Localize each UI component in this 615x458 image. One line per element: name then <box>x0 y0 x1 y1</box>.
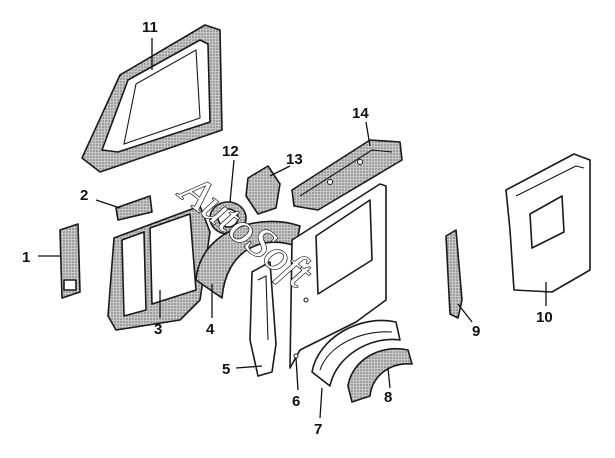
callout-5: 5 <box>222 361 230 378</box>
callout-3: 3 <box>154 321 162 338</box>
callout-14: 14 <box>352 105 369 122</box>
part-6-outer-quarter-panel <box>289 183 387 369</box>
part-3-inner-quarter-panel <box>107 205 211 331</box>
part-5-pillar-reinforcement <box>249 261 277 377</box>
callout-7: 7 <box>314 421 322 438</box>
part-11-quarter-window-frame <box>81 24 223 173</box>
callout-10: 10 <box>536 309 553 326</box>
callout-13: 13 <box>286 151 303 168</box>
part-7-wheel-house-outer <box>311 319 401 387</box>
callout-2: 2 <box>80 187 88 204</box>
callout-12: 12 <box>222 143 239 160</box>
callout-6: 6 <box>292 393 300 410</box>
callout-9: 9 <box>472 323 480 340</box>
callout-4: 4 <box>206 321 215 338</box>
part-1-trim-cover <box>59 223 81 299</box>
callout-11: 11 <box>142 19 158 36</box>
callout-1: 1 <box>22 249 30 266</box>
part-10-rear-end-assembly <box>505 153 591 293</box>
part-13-bracket <box>245 165 281 215</box>
part-9-pillar-bracket <box>445 229 463 319</box>
callout-8: 8 <box>384 389 392 406</box>
part-8-wheel-arch-liner <box>347 348 413 403</box>
leader-lines <box>38 38 547 419</box>
part-14-roof-side-rail <box>291 139 403 211</box>
callout-labels: 1 2 3 4 5 6 7 8 9 10 11 12 13 14 <box>22 19 553 438</box>
part-2-patch-panel <box>115 195 153 221</box>
